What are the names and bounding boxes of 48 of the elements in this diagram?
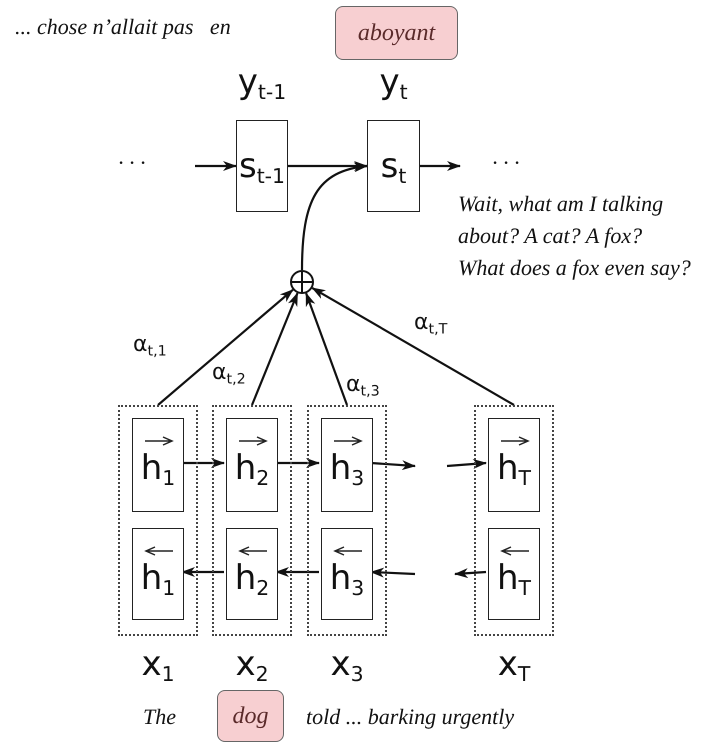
output-label: y$_{t}$	[378, 65, 409, 103]
arrow	[182, 458, 225, 468]
ellipsis-dots: · · ·	[118, 150, 146, 176]
hidden-state-box	[132, 418, 184, 512]
state-label: h$_{T}$	[496, 561, 532, 599]
hidden-state-box	[488, 528, 540, 620]
arrow	[157, 288, 294, 406]
hidden-state-box	[321, 418, 373, 512]
edge-label: α$_{t,2}$	[212, 360, 246, 388]
state-label: s$_{t-1}$	[238, 149, 286, 187]
sentence-text: The	[143, 704, 176, 730]
arrow	[195, 161, 237, 171]
sum-circle	[290, 270, 314, 294]
edge-label: α$_{t,3}$	[346, 372, 380, 400]
state-label: h$_{3}$	[328, 561, 366, 599]
arrow	[446, 459, 487, 469]
edge-label: α$_{t,1}$	[133, 332, 167, 360]
arrow	[300, 162, 368, 270]
state-label: s$_{t}$	[380, 149, 408, 187]
state-label: h$_{1}$	[140, 561, 176, 599]
input-label: x$_{1}$	[140, 647, 176, 685]
arrow	[250, 292, 298, 406]
ellipsis-dots: · · ·	[492, 150, 520, 176]
arrow	[305, 292, 348, 406]
hidden-state-box	[132, 528, 184, 620]
sentence-text: told ... barking urgently	[306, 704, 514, 730]
caption-text: ... chose n’allait pas en	[15, 14, 231, 40]
hidden-state-box	[226, 418, 278, 512]
edge-label: α$_{t,T}$	[414, 310, 448, 338]
highlight-box: aboyant	[335, 6, 458, 60]
state-label: h$_{2}$	[234, 451, 270, 489]
input-label: x$_{T}$	[496, 647, 532, 685]
arrow	[454, 568, 486, 578]
thought-text: Wait, what am I talking about? A cat? A fox? What does a fox even say?	[458, 190, 692, 282]
output-label: y$_{t-1}$	[237, 65, 287, 103]
arrow	[276, 458, 320, 468]
state-label: h$_{3}$	[328, 451, 366, 489]
input-label: x$_{3}$	[329, 647, 365, 685]
hidden-state-box	[226, 528, 278, 620]
arrow	[420, 161, 461, 171]
state-label: h$_{T}$	[496, 451, 532, 489]
arrow	[312, 287, 515, 406]
hidden-state-box	[321, 528, 373, 620]
input-label: x$_{2}$	[234, 647, 270, 685]
highlight-box: dog	[217, 690, 284, 742]
state-label: h$_{2}$	[234, 561, 270, 599]
hidden-state-box	[488, 418, 540, 512]
state-label: h$_{1}$	[140, 451, 176, 489]
